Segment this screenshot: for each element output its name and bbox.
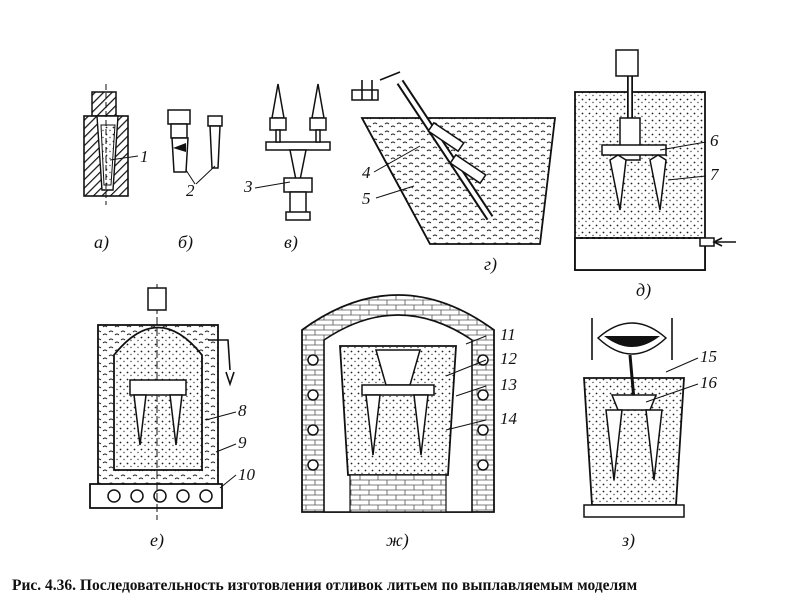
callout-12: 12: [500, 349, 518, 368]
leader-lines: [109, 141, 707, 489]
callout-6: 6: [710, 131, 719, 150]
panel-label-v: в): [284, 232, 298, 253]
panel-e-dewax-autoclave: [89, 284, 235, 520]
callout-3: 3: [243, 177, 253, 196]
callout-10: 10: [238, 465, 256, 484]
panel-label-e: е): [150, 530, 164, 551]
panel-label-a: а): [94, 232, 109, 253]
panel-label-g: г): [484, 254, 497, 275]
callout-labels: 1 2 3 4 5 6 7 8 9 10 11 12 13 14 15 16: [140, 131, 720, 484]
panel-z-pouring-metal: [583, 318, 685, 518]
callout-5: 5: [362, 189, 371, 208]
panel-g-slurry-bath: [351, 71, 557, 245]
figure-caption: Рис. 4.36. Последовательность изготовлен…: [12, 577, 638, 594]
callout-7: 7: [710, 165, 720, 184]
callout-9: 9: [238, 433, 247, 452]
callout-8: 8: [238, 401, 247, 420]
callout-16: 16: [700, 373, 718, 392]
callout-13: 13: [500, 375, 517, 394]
panel-label-z: з): [621, 530, 635, 551]
panel-d-fluidized-sand-tank: [574, 49, 736, 271]
callout-11: 11: [500, 325, 516, 344]
callout-15: 15: [700, 347, 717, 366]
panel-label-b: б): [178, 232, 193, 253]
panel-b-wax-patterns: [167, 109, 223, 185]
panel-label-d: д): [636, 280, 651, 301]
panel-label-zh: ж): [386, 530, 409, 551]
callout-14: 14: [500, 409, 518, 428]
callout-1: 1: [140, 147, 149, 166]
callout-4: 4: [362, 163, 371, 182]
callout-2: 2: [186, 181, 195, 200]
panel-a-pattern-die: [83, 84, 129, 205]
panel-v-pattern-cluster: [265, 83, 331, 221]
panel-labels: а) б) в) г) д) е) ж) з): [94, 232, 651, 551]
panel-zh-firing-furnace: [301, 294, 495, 513]
